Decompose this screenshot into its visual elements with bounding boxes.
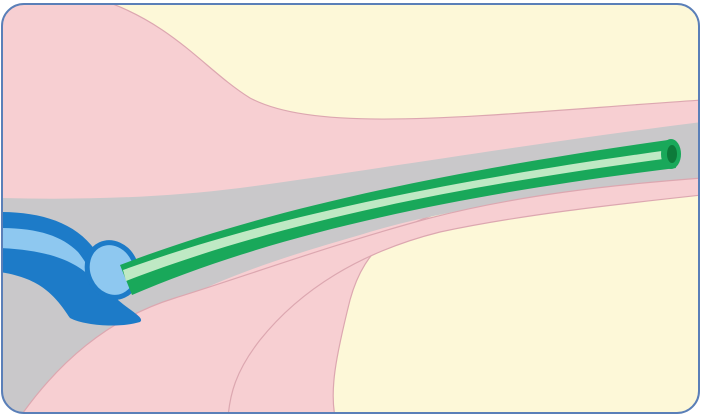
green-tube-opening [667, 145, 677, 163]
